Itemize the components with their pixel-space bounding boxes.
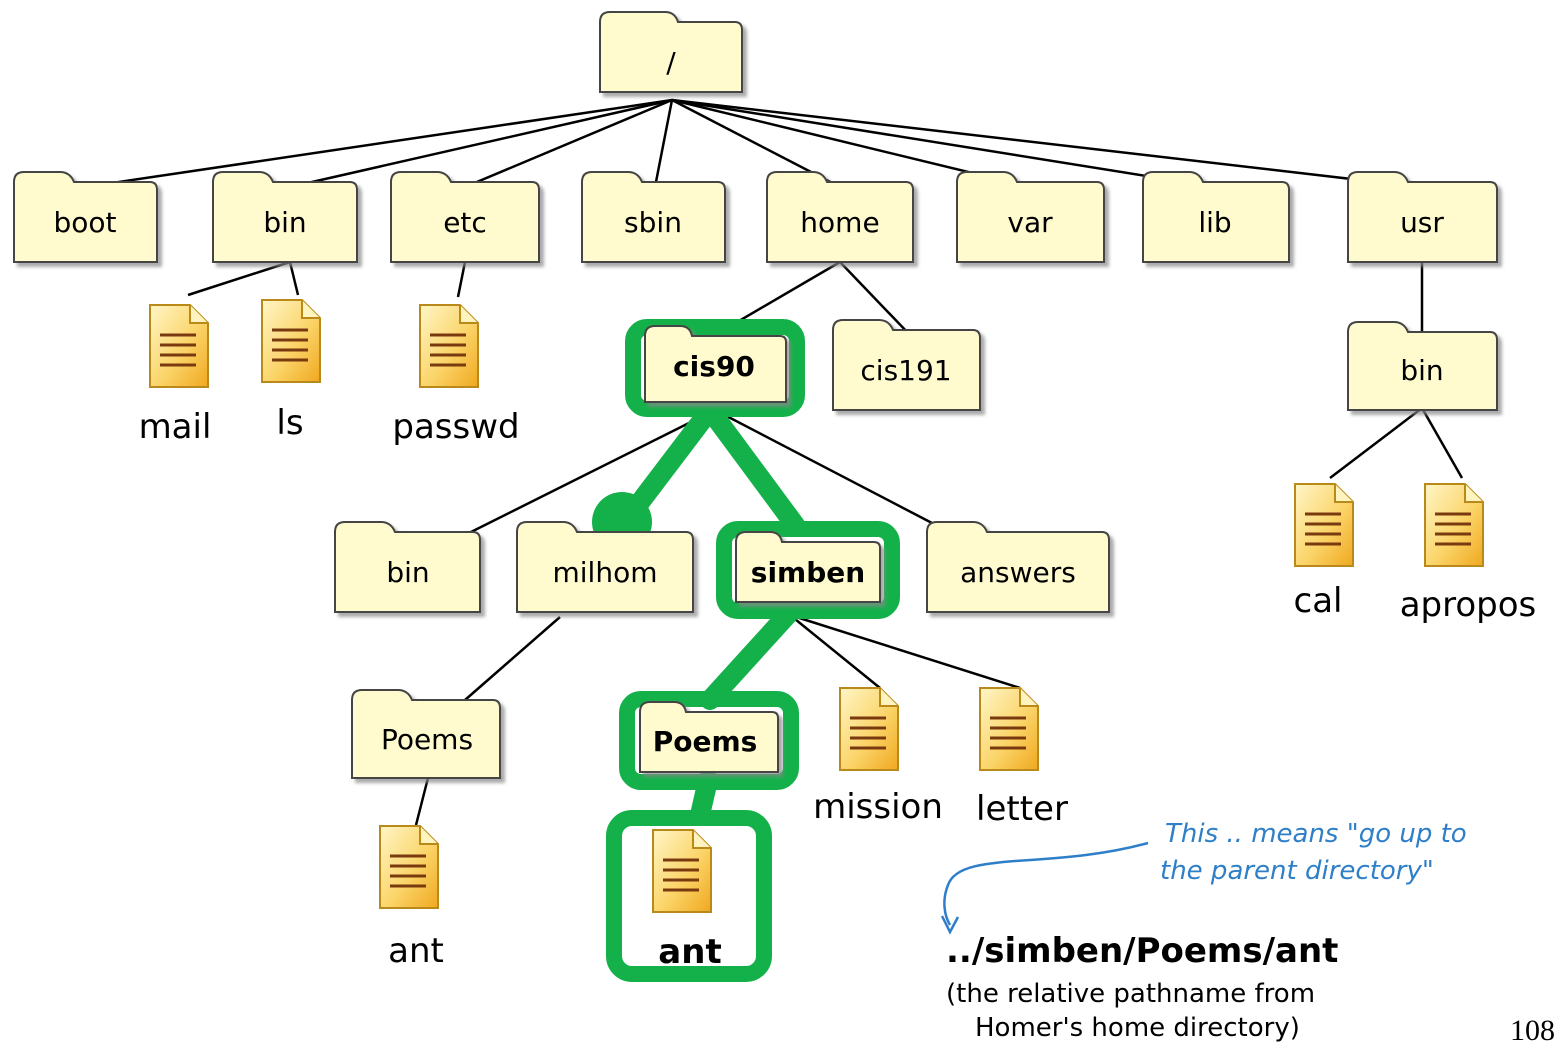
folder-icon-var[interactable] — [956, 171, 1105, 263]
ls-label: ls — [276, 403, 303, 443]
annotation-line1: This .. means "go up to — [1165, 819, 1467, 849]
file-icon-mail[interactable] — [148, 303, 210, 389]
tree-edges — [84, 98, 1464, 826]
etc-label: etc — [443, 206, 487, 239]
milhom-ant-label: ant — [388, 931, 444, 971]
folder-icon-etc[interactable] — [390, 171, 540, 263]
folder-icon-lib[interactable] — [1142, 171, 1290, 263]
folder-icon-usr-bin[interactable] — [1347, 321, 1498, 411]
relative-pathname: ../simben/Poems/ant — [946, 931, 1338, 971]
folder-icon-home[interactable] — [766, 171, 914, 263]
folder-icon-simben[interactable] — [735, 531, 881, 603]
file-icon-milhom-ant[interactable] — [378, 824, 440, 910]
letter-label: letter — [976, 789, 1068, 829]
mail-label: mail — [139, 407, 212, 447]
folder-icon-milhom-poems[interactable] — [351, 689, 501, 779]
file-icon-simben-ant[interactable] — [651, 828, 713, 914]
var-label: var — [1007, 206, 1053, 239]
folder-icon-cis90-bin[interactable] — [334, 521, 481, 613]
folder-icon-boot[interactable] — [13, 171, 158, 263]
folder-icon-sbin[interactable] — [581, 171, 726, 263]
usr-bin-label: bin — [1400, 354, 1443, 387]
simben-poems-label: Poems — [653, 725, 758, 758]
answers-label: answers — [960, 556, 1076, 589]
boot-label: boot — [53, 206, 116, 239]
simben-ant-label: ant — [658, 932, 721, 972]
cis90-bin-label: bin — [386, 556, 429, 589]
highlight-boxes — [606, 319, 900, 982]
folder-icon-answers[interactable] — [926, 521, 1110, 613]
milhom-label: milhom — [553, 556, 658, 589]
pathname-caption-line1: (the relative pathname from — [946, 979, 1315, 1009]
apropos-label: apropos — [1400, 585, 1537, 625]
file-icon-passwd[interactable] — [418, 303, 480, 389]
file-icon-letter[interactable] — [978, 686, 1040, 772]
page-number: 108 — [1510, 1014, 1555, 1044]
file-icon-mission[interactable] — [838, 686, 900, 772]
folder-icon-milhom[interactable] — [516, 521, 694, 613]
folder-icon-simben-poems[interactable] — [639, 701, 779, 773]
folder-icon-usr[interactable] — [1347, 171, 1498, 263]
sbin-label: sbin — [624, 206, 682, 239]
home-label: home — [800, 206, 879, 239]
folder-icon-cis191[interactable] — [832, 319, 981, 411]
root-label: / — [666, 46, 676, 79]
cal-label: cal — [1294, 581, 1343, 621]
file-icon-apropos[interactable] — [1423, 482, 1485, 568]
mission-label: mission — [813, 787, 943, 827]
milhom-poems-label: Poems — [381, 723, 473, 756]
usr-label: usr — [1400, 206, 1444, 239]
folder-icon-cis90[interactable] — [644, 325, 787, 403]
passwd-label: passwd — [392, 407, 519, 447]
folder-icon-root[interactable] — [599, 11, 743, 93]
annotation-line2: the parent directory" — [1160, 856, 1434, 886]
cis191-label: cis191 — [860, 354, 951, 387]
arrow-head-icon — [940, 915, 960, 935]
file-icon-ls[interactable] — [260, 298, 322, 384]
bin-label: bin — [263, 206, 306, 239]
cis90-label: cis90 — [673, 350, 755, 383]
folder-icon-bin[interactable] — [212, 171, 358, 263]
file-icon-cal[interactable] — [1293, 482, 1355, 568]
annotation-arrow — [943, 841, 1149, 926]
pathname-caption-line2: Homer's home directory) — [975, 1013, 1300, 1043]
simben-label: simben — [751, 556, 865, 589]
lib-label: lib — [1198, 206, 1231, 239]
